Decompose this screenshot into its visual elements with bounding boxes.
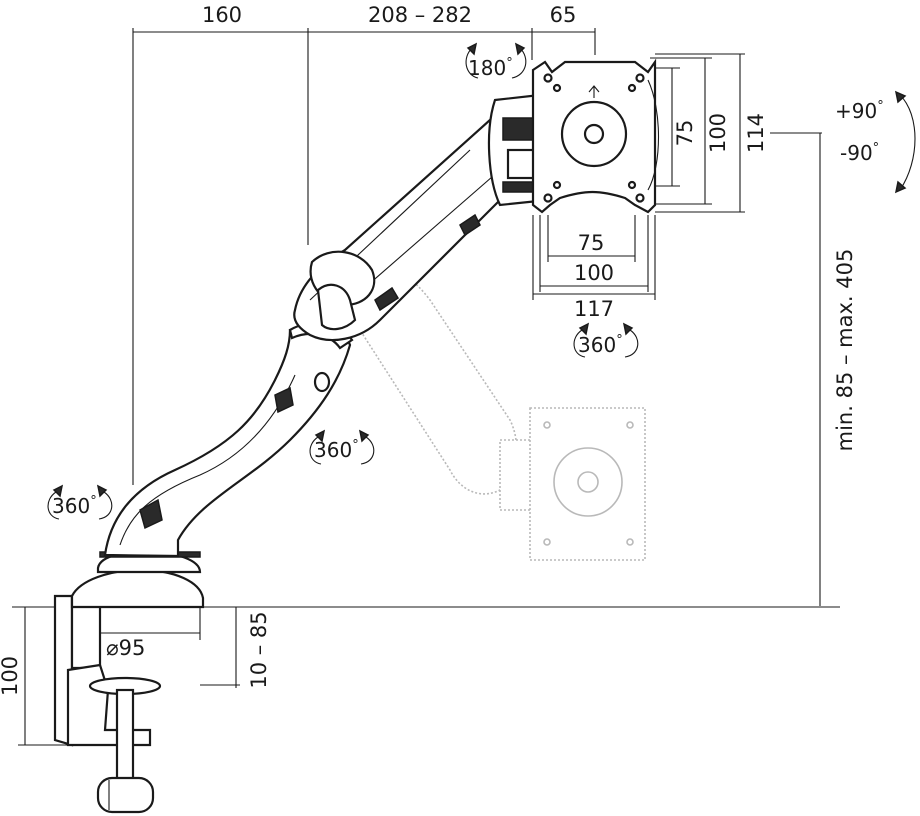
dim-vesa-width: 117: [574, 297, 614, 321]
dim-vesa-vertical-small: 75: [673, 120, 697, 147]
rotation-top-value: 180°: [468, 56, 513, 80]
dim-height-range: min. 85 – max. 405: [833, 249, 857, 452]
ghost-vesa-plate: [529, 407, 646, 561]
upper-arm: [293, 101, 545, 342]
rotation-tilt-up: +90°: [835, 99, 884, 123]
arm-base: [70, 550, 205, 609]
rotation-arrows: [47, 42, 916, 520]
dim-top-mid: 208 – 282: [368, 3, 472, 27]
rotation-vesa-value: 360°: [578, 333, 623, 357]
vesa-plate: [531, 58, 659, 214]
dim-vesa-vertical-large: 100: [706, 113, 730, 153]
dim-clamp-height: 100: [0, 656, 22, 696]
rotation-tilt-down: -90°: [840, 141, 879, 165]
rotation-mid-arm-value: 360°: [314, 438, 359, 462]
dim-base-diameter: ⌀95: [106, 636, 145, 660]
dim-clamp-range: 10 – 85: [247, 611, 271, 688]
dim-vesa-height: 114: [744, 113, 768, 153]
dim-top-right: 65: [550, 3, 577, 27]
dim-vesa-horizontal-large: 100: [574, 261, 614, 285]
rotation-base-value: 360°: [52, 494, 97, 518]
dimension-labels: 160 208 – 282 65 75 100 114 75 100 117 m…: [0, 3, 857, 696]
dim-top-left: 160: [202, 3, 242, 27]
dim-vesa-horizontal-small: 75: [578, 231, 605, 255]
desk-clamp: [53, 594, 162, 814]
rotation-labels: 180° +90° -90° 360° 360° 360°: [52, 56, 884, 518]
